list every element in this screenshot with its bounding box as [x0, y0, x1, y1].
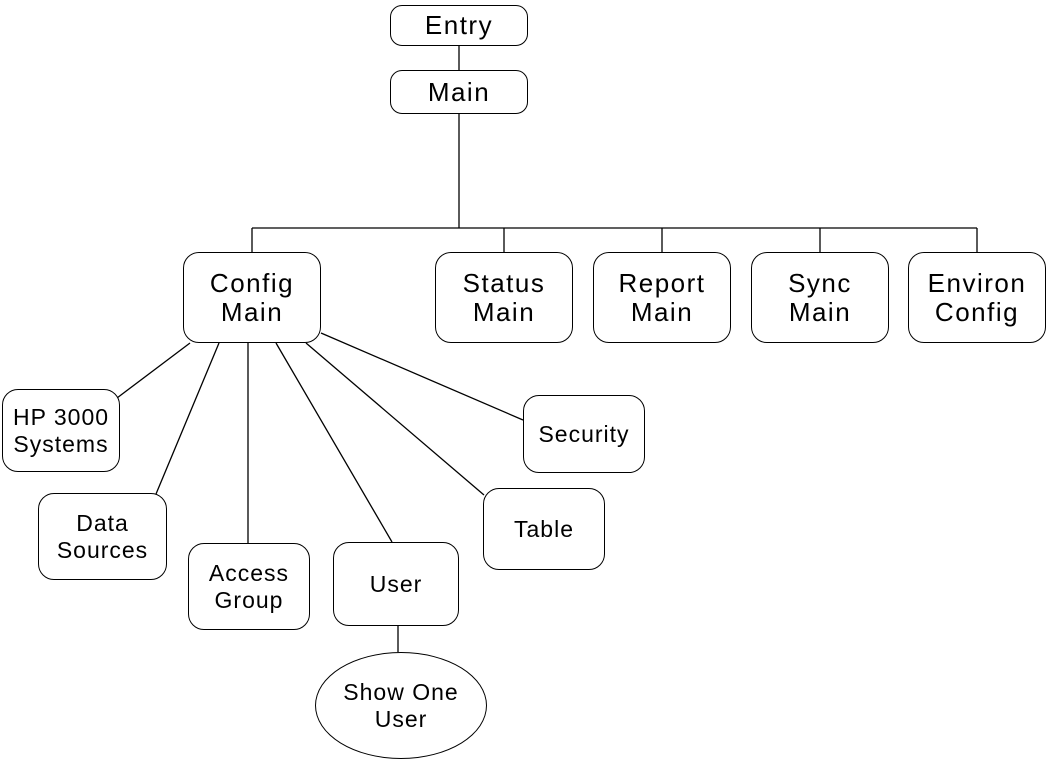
node-security: Security: [523, 395, 645, 473]
edge-config-data-sources: [155, 342, 220, 495]
node-hp3000-systems-label: HP 3000 Systems: [12, 403, 110, 457]
node-status-main-label: Status Main: [462, 267, 546, 327]
node-show-one-user: Show One User: [315, 652, 487, 759]
node-environ-config-label: Environ Config: [927, 267, 1027, 327]
node-main: Main: [390, 70, 528, 114]
node-access-group: Access Group: [188, 543, 310, 630]
node-table-label: Table: [514, 515, 574, 542]
node-sync-main: Sync Main: [751, 252, 889, 343]
node-config-main-label: Config Main: [209, 267, 295, 327]
node-hp3000-systems: HP 3000 Systems: [2, 389, 120, 472]
node-environ-config: Environ Config: [908, 252, 1046, 343]
node-user: User: [333, 542, 459, 626]
node-data-sources: Data Sources: [38, 493, 167, 580]
node-security-label: Security: [538, 420, 630, 447]
node-data-sources-label: Data Sources: [56, 509, 149, 563]
node-entry: Entry: [390, 5, 528, 46]
node-show-one-user-label: Show One User: [343, 678, 459, 732]
edge-config-hp3000-systems: [116, 342, 191, 399]
node-table: Table: [483, 488, 605, 570]
node-entry-label: Entry: [424, 10, 494, 40]
node-sync-main-label: Sync Main: [788, 267, 852, 327]
edge-config-table: [305, 342, 485, 496]
node-access-group-label: Access Group: [208, 559, 290, 613]
node-main-label: Main: [427, 76, 491, 107]
node-config-main: Config Main: [183, 252, 321, 343]
edge-config-user: [275, 342, 393, 543]
node-status-main: Status Main: [435, 252, 573, 343]
node-report-main-label: Report Main: [618, 267, 706, 327]
node-report-main: Report Main: [593, 252, 731, 343]
edge-config-security: [320, 332, 524, 421]
node-user-label: User: [369, 570, 423, 597]
